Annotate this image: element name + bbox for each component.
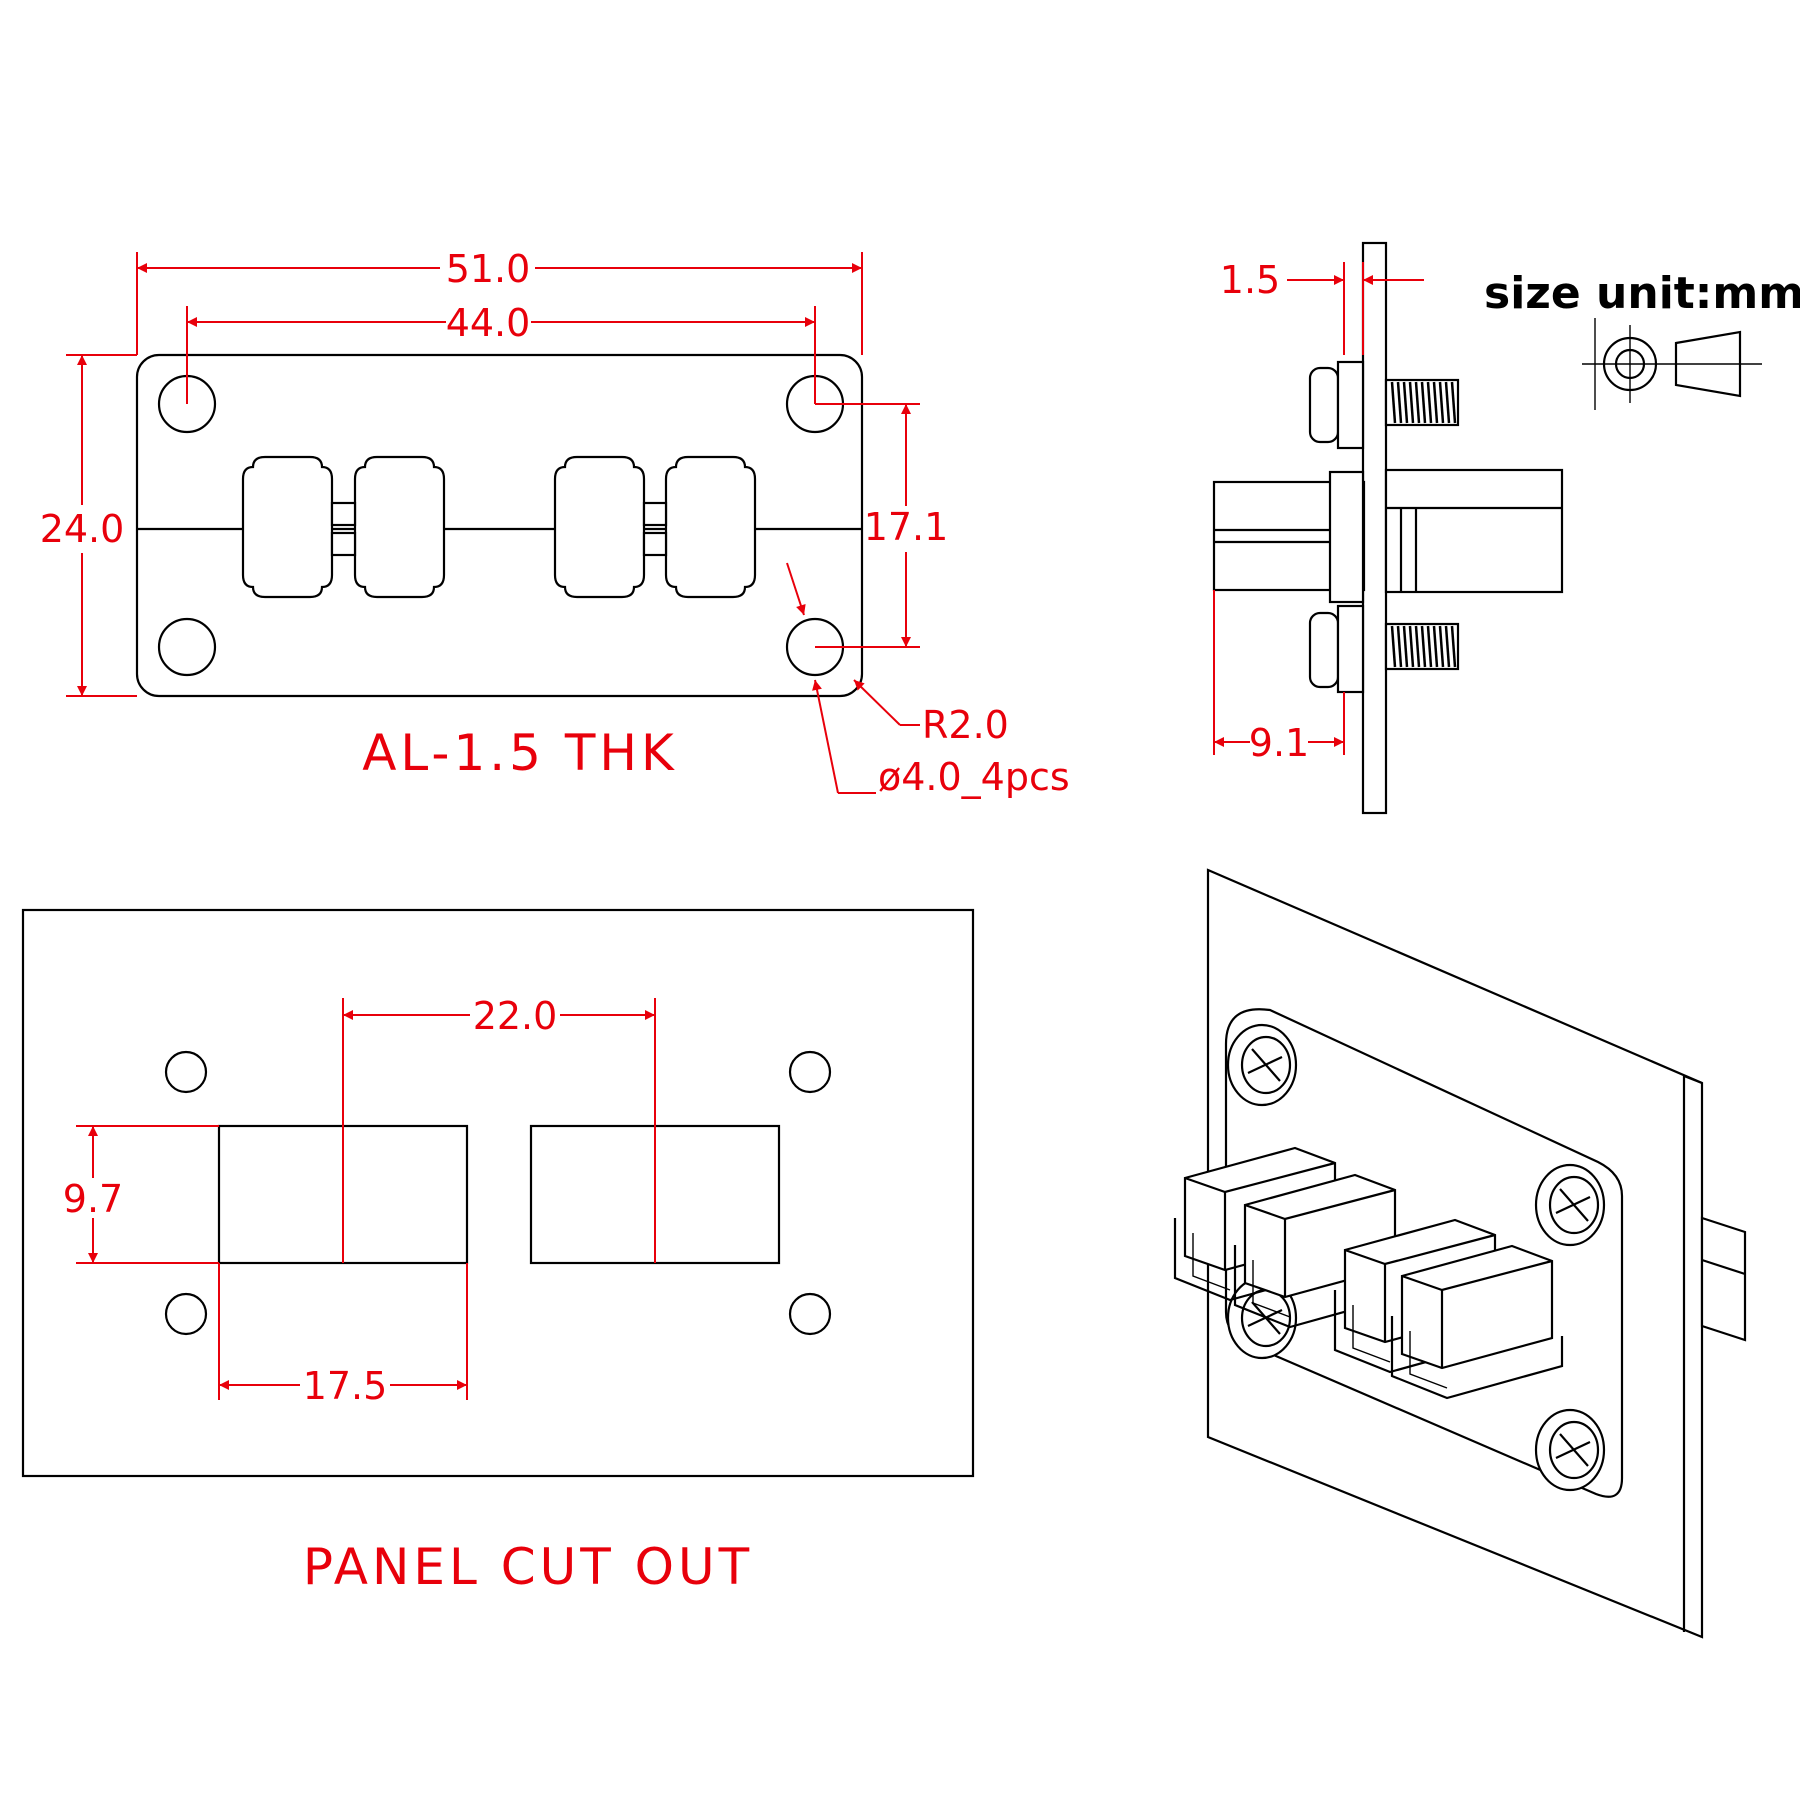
iso-connector-latch-inner (1192, 1233, 1231, 1291)
cutout-hole-top-left (164, 1050, 208, 1094)
thread-line (1402, 381, 1409, 424)
thread-line (1408, 381, 1415, 424)
thread-line (1432, 625, 1439, 668)
side-view-dimensions: 1.5 9.1 (1213, 258, 1424, 765)
thread-line (1396, 625, 1403, 668)
iso-connectors (1173, 1146, 1564, 1400)
cross-icon (1555, 1433, 1591, 1467)
side-plate (1361, 241, 1388, 815)
isometric-view (1173, 868, 1747, 1639)
dim-hole-diameter: ø4.0_4pcs (878, 755, 1070, 799)
iso-screw-head (1534, 1163, 1606, 1247)
side-boss-top (1308, 366, 1340, 444)
thread-line (1414, 625, 1421, 668)
projection-symbol (1582, 318, 1762, 410)
side-view (1212, 241, 1564, 815)
thread-line (1438, 625, 1445, 668)
dim-connector-depth: 9.1 (1249, 721, 1309, 765)
cross-icon (1555, 1188, 1591, 1222)
thread-line (1450, 625, 1457, 668)
thread-line (1390, 381, 1397, 424)
material-label: AL-1.5 THK (362, 724, 678, 782)
front-connector-opening (553, 455, 646, 599)
thread-line (1426, 625, 1433, 668)
thread-line (1390, 625, 1397, 668)
front-connector-opening (353, 455, 446, 599)
thread-line (1450, 381, 1457, 424)
front-connector-opening (241, 455, 334, 599)
front-hole-bottom-left (157, 617, 217, 677)
panel-cutout-label: PANEL CUT OUT (303, 1538, 753, 1596)
front-connector-opening (664, 455, 757, 599)
iso-connector-latch-inner (1409, 1331, 1448, 1389)
cutout-hole-bottom-left (164, 1292, 208, 1336)
dim-cutout-height: 9.7 (63, 1177, 123, 1221)
side-connector-front (1384, 468, 1564, 594)
thread-line (1438, 381, 1445, 424)
dim-plate-thickness: 1.5 (1220, 258, 1280, 302)
thread-line (1444, 381, 1451, 424)
front-opening-bridge-bottom (642, 531, 668, 557)
thread-line (1426, 381, 1433, 424)
panel-outline (21, 908, 975, 1478)
dim-overall-width: 51.0 (446, 247, 531, 291)
thread-line (1396, 381, 1403, 424)
dim-overall-height: 24.0 (40, 507, 125, 551)
front-opening-bridge-top (642, 501, 668, 527)
iso-connector-body (1400, 1244, 1554, 1370)
thread-line (1432, 381, 1439, 424)
unit-note: size unit:mm (1484, 268, 1800, 410)
dim-corner-radius: R2.0 (922, 703, 1009, 747)
front-opening-bridge-top (330, 501, 357, 527)
thread-line (1408, 625, 1415, 668)
front-connector-openings (241, 455, 757, 599)
thread-line (1444, 625, 1451, 668)
thread-line (1414, 381, 1421, 424)
thread-line (1420, 381, 1427, 424)
thread-line (1420, 625, 1427, 668)
side-nut-top (1336, 360, 1365, 450)
side-connector-collar (1328, 470, 1365, 604)
dim-hole-spacing-x: 44.0 (446, 301, 531, 345)
iso-screw-head (1226, 1023, 1298, 1107)
side-boss-bottom (1308, 611, 1340, 689)
dim-cutout-width: 17.5 (303, 1364, 388, 1408)
cross-icon (1247, 1048, 1283, 1082)
thread-line (1402, 625, 1409, 668)
cutout-hole-top-right (788, 1050, 832, 1094)
side-screw-threads (1390, 381, 1457, 668)
dim-cutout-pitch: 22.0 (473, 994, 558, 1038)
unit-note-text: size unit:mm (1484, 268, 1800, 319)
front-view-dimensions: 51.0 44.0 24.0 17.1 R2.0 ø4.0_4pcs AL-1.… (40, 247, 1070, 799)
side-nut-bottom (1336, 604, 1365, 694)
iso-connector-latch-inner (1252, 1260, 1291, 1318)
panel-cutout-dimensions: 22.0 9.7 17.5 PANEL CUT OUT (63, 994, 753, 1596)
iso-screw-inner (1240, 1035, 1292, 1095)
iso-connector-latch-inner (1352, 1305, 1391, 1363)
cutout-hole-bottom-right (788, 1292, 832, 1336)
iso-screw-inner (1548, 1420, 1600, 1480)
front-view (135, 353, 864, 698)
dim-hole-spacing-y: 17.1 (864, 505, 949, 549)
front-opening-bridge-bottom (330, 531, 357, 557)
front-plate-outline (135, 353, 864, 698)
iso-screw-head (1534, 1408, 1606, 1492)
iso-connector-latch (1390, 1316, 1564, 1400)
iso-screw-inner (1548, 1175, 1600, 1235)
iso-screws (1226, 1023, 1606, 1492)
